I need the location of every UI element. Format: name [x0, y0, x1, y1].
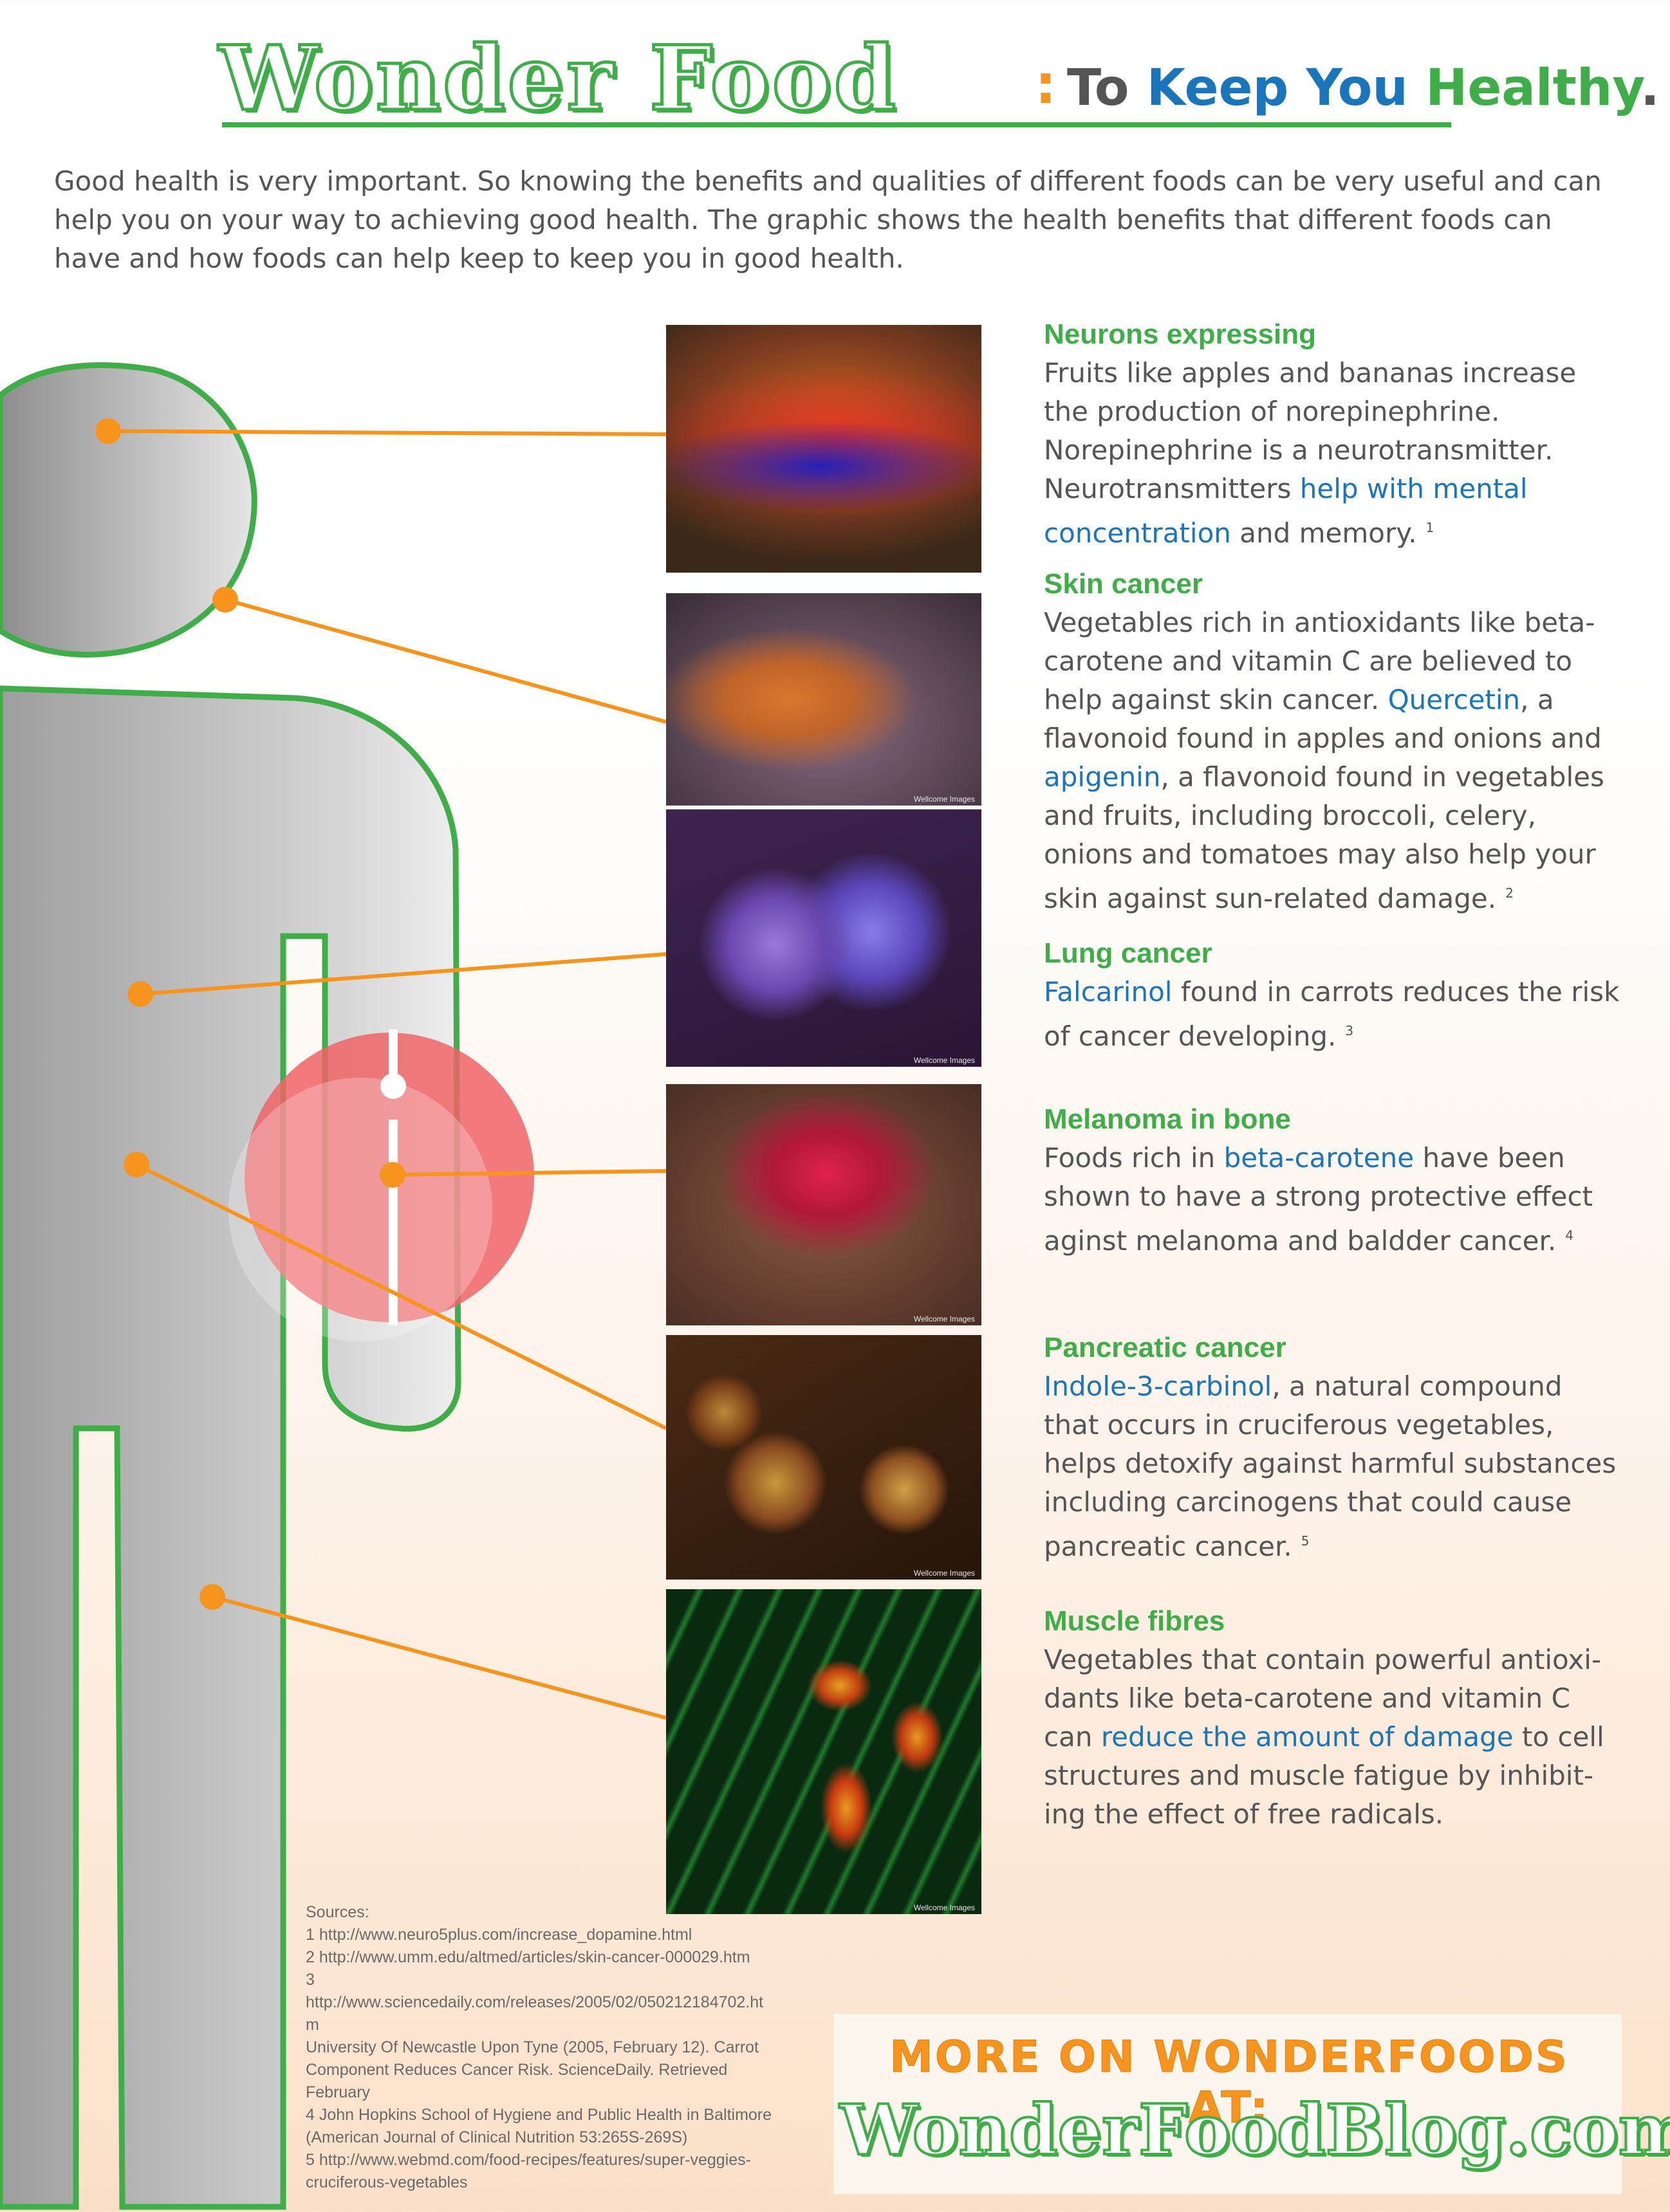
body-text: have been shown to have a strong protect… [1044, 1142, 1593, 1257]
body-text: and memory. [1230, 517, 1417, 549]
head-shape [0, 362, 257, 658]
dot-melanoma [380, 1162, 405, 1188]
photo-credit: Wellcome Images [913, 1056, 975, 1065]
connector-muscle [212, 1595, 667, 1720]
section-body: Falcarinol found in carrots reduces the … [1044, 973, 1623, 1056]
subtitle-period: . [1640, 59, 1660, 117]
body-text: found in carrots reduces the risk of can… [1044, 976, 1620, 1052]
section-skin-cancer: Skin cancer Vegetables rich in antioxida… [1044, 565, 1623, 918]
footnote-ref: 3 [1345, 1023, 1354, 1038]
footnote-ref: 4 [1565, 1228, 1573, 1243]
photo-credit: Wellcome Images [913, 1314, 975, 1323]
pancreatic-cancer-photo: Wellcome Images [666, 1335, 981, 1580]
source-line: February [306, 2083, 371, 2101]
connector-dots [95, 418, 405, 1610]
melanoma-photo: Wellcome Images [666, 1084, 981, 1325]
section-pancreatic-cancer: Pancreatic cancer Indole-3-carbinol, a n… [1044, 1329, 1623, 1566]
connector-neurons [107, 429, 667, 436]
section-body: Fruits like apples and bananas increase … [1044, 354, 1623, 553]
promo-box: MORE ON WONDERFOODS AT: WonderFoodBlog.c… [833, 2014, 1670, 2194]
photo-credit: Wellcome Images [913, 1569, 975, 1578]
sources-block: Sources: 1 http://www.neuro5plus.com/inc… [306, 1901, 821, 2194]
source-line: Component Reduces Cancer Risk. ScienceDa… [306, 2061, 728, 2079]
source-line: 4 John Hopkins School of Hygiene and Pub… [306, 2106, 772, 2124]
body-text: Vegetables that contain powerful antioxi… [1044, 1644, 1602, 1753]
page-title: Wonder Food [217, 24, 899, 133]
section-body: Vegetables rich in antioxidants like bet… [1044, 604, 1623, 918]
source-line: 5 http://www.webmd.com/food-recipes/feat… [306, 2151, 751, 2169]
subtitle-to: To [1067, 59, 1129, 117]
highlight-circle-fade [228, 1078, 492, 1341]
section-lung-cancer: Lung cancer Falcarinol found in carrots … [1044, 934, 1623, 1056]
section-muscle-fibres: Muscle fibres Vegetables that contain po… [1044, 1602, 1623, 1834]
source-line: http://www.sciencedaily.com/releases/200… [306, 1993, 764, 2011]
dot-muscle [199, 1584, 225, 1610]
body-text: to cell structures and muscle fatigue by… [1044, 1721, 1604, 1830]
neurons-photo [666, 325, 981, 573]
body-text: Vegetables rich in antioxidants like bet… [1044, 607, 1595, 715]
title-row: Wonder Food : To Keep You Healthy. [217, 24, 1659, 133]
section-body: Foods rich in beta-carotene have been sh… [1044, 1139, 1623, 1260]
inline-link[interactable]: beta-carotene [1223, 1142, 1415, 1174]
footnote-ref: 5 [1301, 1533, 1310, 1549]
source-line: m [306, 2016, 319, 2034]
muscle-fibres-photo: Wellcome Images [666, 1589, 981, 1914]
inline-link[interactable]: apigenin [1044, 761, 1161, 793]
source-line: cruciferous-vegetables [306, 2173, 468, 2191]
photo-credit: Wellcome Images [913, 795, 975, 804]
section-heading: Pancreatic cancer [1044, 1332, 1286, 1363]
page-subtitle: To Keep You Healthy. [1067, 59, 1660, 117]
section-body: Vegetables that contain powerful antioxi… [1044, 1641, 1623, 1834]
section-heading: Muscle fibres [1044, 1605, 1225, 1637]
source-line: University Of Newcastle Upon Tyne (2005,… [306, 2038, 759, 2056]
section-body: Indole-3-carbinol, a natural compound th… [1044, 1367, 1623, 1566]
dot-pancreatic [124, 1152, 149, 1177]
connector-pancreatic [135, 1163, 667, 1430]
connector-lung [140, 952, 667, 996]
source-line: 1 http://www.neuro5plus.com/increase_dop… [306, 1926, 692, 1944]
footnote-ref: 1 [1425, 520, 1434, 535]
inline-link[interactable]: reduce the amount of damage [1100, 1721, 1514, 1753]
inline-link[interactable]: Falcarinol [1044, 976, 1173, 1008]
inline-link[interactable]: help with mental concentration [1044, 473, 1528, 549]
connector-melanoma [392, 1169, 667, 1177]
title-colon: : [1035, 53, 1057, 116]
source-line: 3 [306, 1971, 315, 1989]
section-heading: Lung cancer [1044, 937, 1212, 969]
spine-dot [380, 1073, 406, 1099]
body-text: Fruits like apples and bananas increase … [1044, 357, 1577, 504]
subtitle-keep: Keep You [1146, 59, 1408, 117]
connector-skin [225, 598, 667, 724]
section-heading: Melanoma in bone [1044, 1103, 1291, 1135]
body-text: Foods rich in [1044, 1142, 1224, 1174]
section-heading: Neurons expressing [1044, 318, 1317, 350]
body-text: , a flavonoid found in vegetables and fr… [1044, 761, 1604, 914]
lung-cancer-photo: Wellcome Images [666, 809, 981, 1067]
connector-lines [107, 429, 667, 1720]
sources-label: Sources: [306, 1903, 369, 1921]
section-heading: Skin cancer [1044, 568, 1203, 600]
skin-cancer-photo: Wellcome Images [666, 593, 981, 806]
footnote-ref: 2 [1505, 885, 1514, 901]
photo-credit: Wellcome Images [913, 1903, 975, 1912]
source-line: 2 http://www.umm.edu/altmed/articles/ski… [306, 1948, 750, 1966]
dot-lung [127, 981, 153, 1007]
intro-paragraph: Good health is very important. So knowin… [54, 165, 1602, 274]
source-line: (American Journal of Clinical Nutrition … [306, 2128, 688, 2146]
section-melanoma: Melanoma in bone Foods rich in beta-caro… [1044, 1100, 1623, 1260]
body-text: , a flavonoid found in apples and onions… [1044, 684, 1602, 754]
inline-link[interactable]: Indole-3-carbinol [1044, 1370, 1272, 1402]
section-neurons: Neurons expressing Fruits like apples an… [1044, 315, 1623, 553]
dot-neurons [95, 418, 121, 444]
body-text: , a natural compound that occurs in cruc… [1044, 1370, 1617, 1562]
promo-site-link[interactable]: WonderFoodBlog.com [839, 2088, 1670, 2172]
dot-skin [212, 587, 238, 613]
inline-link[interactable]: Quercetin [1387, 684, 1521, 715]
subtitle-healthy: Healthy [1425, 59, 1641, 117]
promo-tagline: MORE ON WONDERFOODS AT: [889, 2032, 1569, 2134]
title-underline [222, 122, 1451, 127]
